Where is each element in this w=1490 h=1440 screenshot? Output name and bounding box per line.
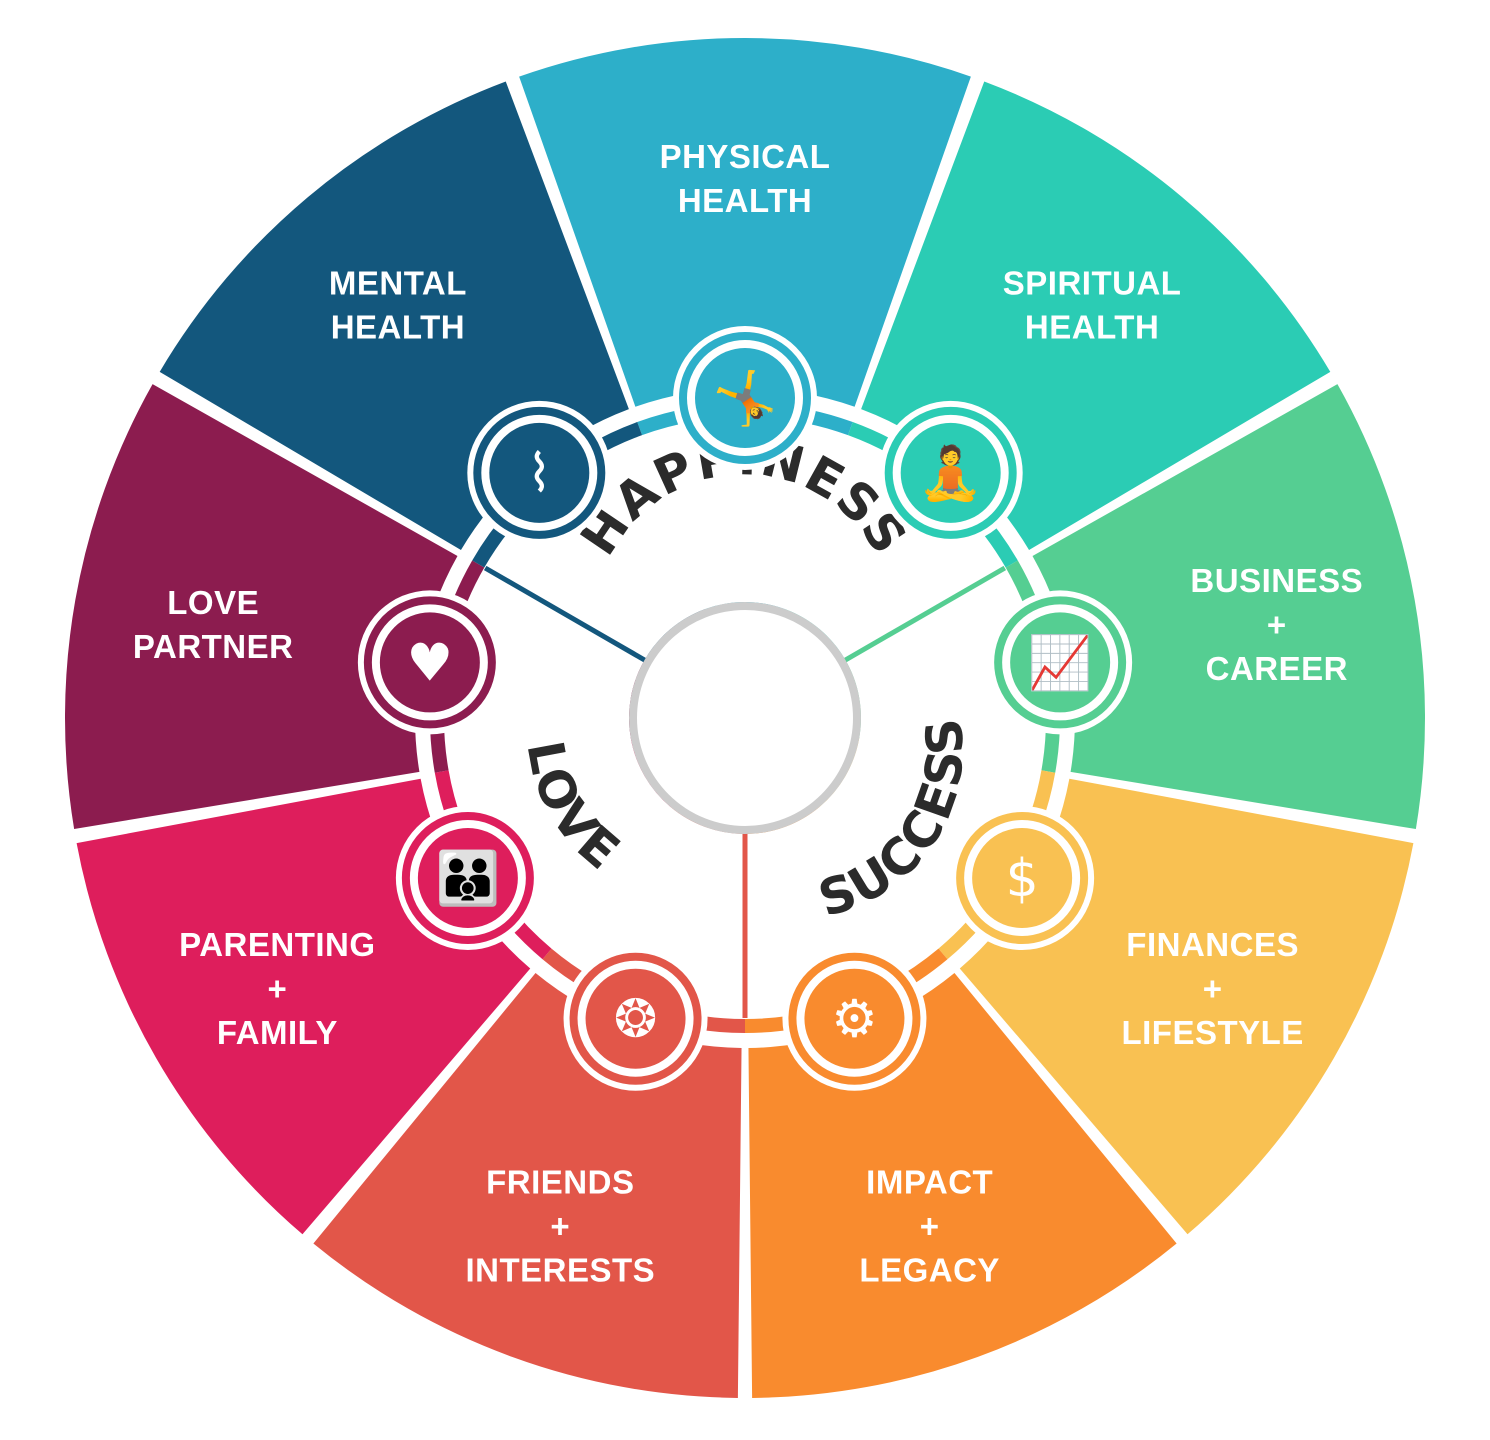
meditation-icon: 🧘 (878, 400, 1023, 545)
segment-love (64, 384, 458, 830)
segment-label-line: HEALTH (331, 308, 465, 345)
segment-label-line: + (550, 1207, 570, 1244)
segments-layer (64, 37, 1425, 1398)
family-icon: 👪 (395, 806, 540, 950)
segment-label-business: BUSINESS + CAREER (1190, 562, 1363, 687)
icon-glyph: 👪 (435, 848, 500, 909)
segment-label-parenting: PARENTING + FAMILY (179, 926, 375, 1051)
segment-label-line: SPIRITUAL (1003, 264, 1182, 301)
brain-head-icon: ⌇ (467, 400, 612, 545)
icon-disc-ring (994, 596, 1127, 729)
icon-disc-ring (679, 332, 811, 464)
icon-disc-ring (569, 952, 702, 1085)
icon-glyph: $ (1006, 849, 1039, 909)
segment-label-line: PHYSICAL (660, 138, 831, 175)
icon-disc-fill (585, 968, 686, 1069)
center-circle (629, 602, 861, 834)
segment-label-line: LIFESTYLE (1121, 1014, 1303, 1051)
icon-glyph: 🧘 (918, 443, 983, 504)
segment-label-line: INTERESTS (465, 1251, 655, 1288)
segment-label-line: BUSINESS (1190, 562, 1363, 599)
icon-glyph: 📈 (1028, 632, 1093, 693)
segment-label-line: PARTNER (133, 628, 294, 665)
icon-disc-fill (1010, 612, 1111, 713)
icon-disc-ring (473, 406, 606, 539)
icon-disc-fill (695, 348, 795, 448)
segment-label-spiritual: SPIRITUAL HEALTH (1003, 264, 1182, 345)
dollar-person-icon: $ (950, 806, 1095, 950)
segment-label-impact: IMPACT + LEGACY (859, 1163, 1000, 1288)
icon-disc-fill (379, 612, 480, 713)
icon-disc-ring (956, 812, 1089, 944)
segment-label-line: FRIENDS (486, 1163, 634, 1200)
heart-icon: ♥ (357, 590, 502, 735)
segment-business (1032, 384, 1425, 830)
icon-disc-fill (972, 828, 1073, 928)
segment-label-line: LEGACY (859, 1251, 1000, 1288)
icon-disc-fill (417, 828, 518, 928)
icon-disc-ring (363, 596, 496, 729)
segment-label-friends: FRIENDS + INTERESTS (465, 1163, 655, 1288)
segment-label-line: LOVE (167, 584, 259, 621)
segment-label-line: + (1203, 970, 1223, 1007)
segment-label-line: HEALTH (678, 182, 812, 219)
icon-disc-ring (884, 406, 1017, 539)
icon-disc-fill (489, 422, 590, 523)
group-divider (483, 565, 650, 665)
icon-disc-ring (788, 952, 921, 1085)
segment-label-love: LOVE PARTNER (133, 584, 294, 665)
icon-disc-ring (401, 812, 534, 944)
icon-glyph: ⚙ (831, 990, 878, 1050)
icon-glyph: ❂ (614, 990, 658, 1050)
segment-label-line: HEALTH (1025, 308, 1159, 345)
icon-glyph: ⌇ (527, 444, 552, 504)
gear-person-icon: ⚙ (782, 946, 927, 1091)
segment-label-physical: PHYSICAL HEALTH (660, 138, 831, 219)
career-climb-icon: 📈 (988, 590, 1133, 735)
segment-label-line: PARENTING (179, 926, 375, 963)
icon-glyph: ♥ (407, 633, 454, 693)
segment-label-mental: MENTAL HEALTH (329, 264, 467, 345)
segment-label-line: CAREER (1206, 650, 1348, 687)
segment-label-line: IMPACT (866, 1163, 993, 1200)
segment-label-line: MENTAL (329, 264, 467, 301)
icons-layer: 🤸 🧘 📈 $ ⚙ ❂ 👪 ♥ ⌇ (357, 326, 1133, 1091)
stretching-person-icon: 🤸 (673, 326, 817, 470)
labels-layer: PHYSICAL HEALTH SPIRITUAL HEALTH BUSINESS + CA… (133, 138, 1363, 1288)
group-table-icon: ❂ (563, 946, 708, 1091)
segment-label-finances: FINANCES + LIFESTYLE (1121, 926, 1303, 1051)
segment-label-line: + (1267, 606, 1287, 643)
group-divider (840, 565, 1007, 665)
segment-physical (519, 37, 971, 407)
icon-disc-fill (804, 968, 905, 1069)
segment-label-line: + (267, 970, 287, 1007)
segment-label-line: FAMILY (217, 1014, 338, 1051)
segment-label-line: + (920, 1207, 940, 1244)
icon-disc-fill (900, 422, 1001, 523)
segment-label-line: FINANCES (1126, 926, 1299, 963)
icon-glyph: 🤸 (713, 368, 778, 429)
